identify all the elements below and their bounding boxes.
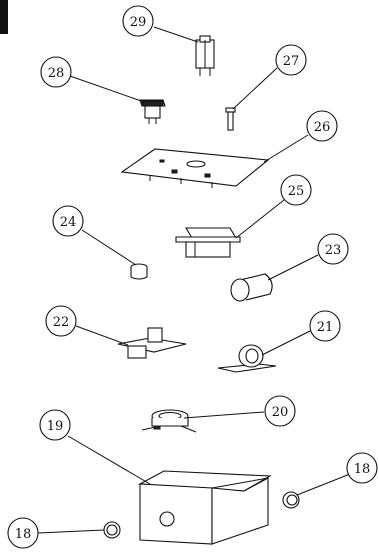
callout-25: 25 <box>280 174 312 206</box>
leader-25 <box>235 199 285 239</box>
leader-26 <box>263 134 309 163</box>
part-19-box <box>138 470 272 545</box>
callout-19: 19 <box>39 409 71 441</box>
callout-20-label: 20 <box>272 405 289 420</box>
callout-25-label: 25 <box>288 184 305 199</box>
part-18-grommet-right <box>282 491 300 509</box>
leader-19 <box>67 435 151 485</box>
callout-18-right: 18 <box>346 452 378 484</box>
leader-29 <box>153 26 199 43</box>
callout-23: 23 <box>317 233 349 265</box>
part-22-board <box>117 327 187 359</box>
callout-22-label: 22 <box>53 315 70 330</box>
callout-29-label: 29 <box>130 15 147 30</box>
leader-18-right <box>296 473 351 496</box>
callout-27: 27 <box>275 44 307 76</box>
leader-28 <box>69 75 145 103</box>
leader-21 <box>261 330 311 356</box>
part-25-box <box>175 227 241 258</box>
callout-19-label: 19 <box>47 419 64 434</box>
callout-26: 26 <box>306 110 338 142</box>
callout-23-label: 23 <box>325 243 342 258</box>
leader-23 <box>267 254 319 281</box>
callout-24-label: 24 <box>60 215 77 230</box>
callout-22: 22 <box>45 305 77 337</box>
callout-28: 28 <box>40 56 72 88</box>
callout-21: 21 <box>309 310 341 342</box>
leader-27 <box>232 67 278 110</box>
callout-24: 24 <box>52 205 84 237</box>
callout-20: 20 <box>264 395 296 427</box>
corner-mark <box>0 0 8 34</box>
leader-24 <box>81 229 137 266</box>
callout-18-right-label: 18 <box>354 462 371 477</box>
part-28-switch <box>139 99 166 124</box>
leader-20 <box>183 411 265 419</box>
callout-26-label: 26 <box>314 120 331 135</box>
leader-22 <box>75 325 129 346</box>
callout-18-left-label: 18 <box>15 527 32 542</box>
part-29-relay <box>195 35 215 76</box>
part-27-pin <box>225 107 236 131</box>
callout-18-left: 18 <box>7 517 39 549</box>
callout-28-label: 28 <box>48 66 65 81</box>
part-24-cap <box>130 263 148 280</box>
part-26-plate <box>120 148 270 188</box>
callout-29: 29 <box>122 5 154 37</box>
callout-21-label: 21 <box>317 320 334 335</box>
part-20-clamp <box>141 409 197 433</box>
part-21-coil <box>217 344 277 373</box>
part-23-cylinder <box>230 273 273 302</box>
callout-27-label: 27 <box>283 54 300 69</box>
part-18-grommet-left <box>103 521 121 539</box>
leader-18-left <box>37 529 105 534</box>
